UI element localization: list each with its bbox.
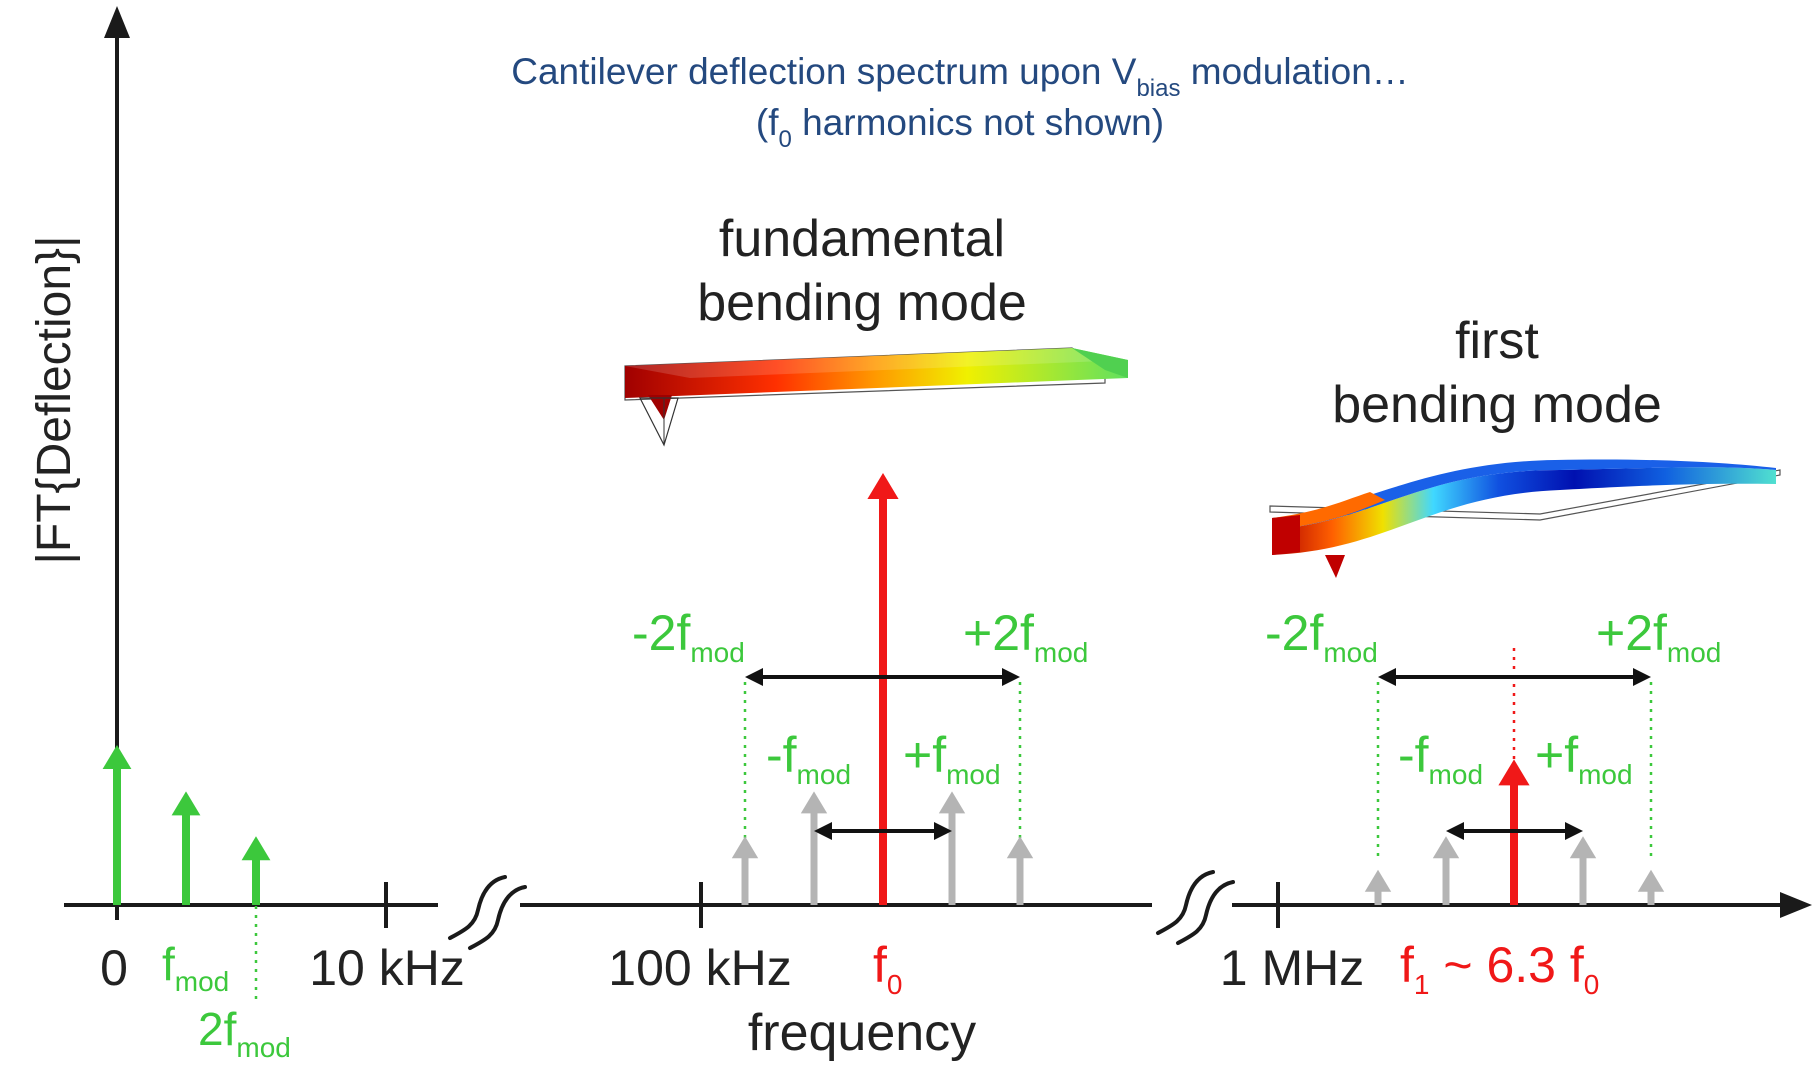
axis-break-1: [448, 875, 527, 950]
cantilever-first-mode-image: [1269, 459, 1781, 578]
fmod-label: fmod: [162, 938, 229, 997]
f1-minus1-peak-head: [1432, 836, 1460, 859]
mode0-guides: [743, 682, 1022, 860]
mode0-peaks: [731, 473, 1034, 905]
mode1-guides: [1376, 682, 1653, 860]
f0-peak-head: [867, 473, 899, 499]
mode0-title-line2: bending mode: [697, 274, 1027, 332]
f1-peak-head: [1498, 759, 1530, 786]
chart-title-line2: (f0 harmonics not shown): [756, 102, 1164, 153]
f0-minus2-peak-head: [731, 836, 759, 859]
mode1-title-line1: first: [1455, 312, 1539, 370]
two-fmod-label: 2fmod: [198, 1003, 291, 1063]
mode1-plus1fmod-label: +fmod: [1535, 727, 1633, 790]
mode0-title-line1: fundamental: [719, 210, 1005, 268]
y-axis-label: |FT{Deflection}|: [28, 235, 81, 564]
mode0-minus2fmod-label: -2fmod: [632, 605, 745, 668]
f1-plus1-peak-head: [1569, 836, 1597, 859]
f1-minus2-peak-head: [1364, 869, 1392, 892]
tick-label-zero: 0: [100, 940, 128, 996]
cantilever-fundamental-mode-image: [624, 347, 1128, 447]
mode1-fmod-span: [1446, 822, 1583, 840]
mode1-title-line2: bending mode: [1332, 376, 1662, 434]
tick-label-1mhz: 1 MHz: [1220, 940, 1364, 996]
mode1-plus2fmod-label: +2fmod: [1596, 605, 1721, 668]
chart-title-line1: Cantilever deflection spectrum upon Vbia…: [511, 51, 1409, 102]
mode1-minus2fmod-label: -2fmod: [1265, 605, 1378, 668]
f0-plus2-peak-head: [1006, 836, 1034, 859]
tick-label-100khz: 100 kHz: [608, 940, 791, 996]
mode0-plus1fmod-label: +fmod: [903, 727, 1001, 790]
two-fmod-peak-head: [241, 836, 271, 861]
dc-peak-head: [102, 745, 132, 769]
f1-label: f1 ~ 6.3 f0: [1400, 937, 1599, 1000]
low-freq-peaks: [102, 745, 271, 905]
fmod-peak-head: [171, 791, 201, 816]
mode0-plus2fmod-label: +2fmod: [963, 605, 1088, 668]
f0-minus1-peak-head: [800, 791, 828, 814]
f1-plus2-peak-head: [1637, 869, 1665, 892]
mode1-2fmod-span: [1378, 668, 1651, 686]
mode0-minus1fmod-label: -fmod: [766, 727, 851, 790]
mode0-fmod-span: [814, 822, 952, 840]
mode1-minus1fmod-label: -fmod: [1398, 727, 1483, 790]
tick-label-10khz: 10 kHz: [309, 940, 465, 996]
x-axis-arrowhead: [1780, 892, 1812, 918]
x-axis-label: frequency: [748, 1004, 976, 1062]
mode1-peaks: [1364, 759, 1665, 905]
axis-break-2: [1156, 870, 1235, 945]
f0-label: f0: [873, 937, 902, 1000]
f0-plus1-peak-head: [938, 791, 966, 814]
mode0-2fmod-span: [745, 668, 1020, 686]
